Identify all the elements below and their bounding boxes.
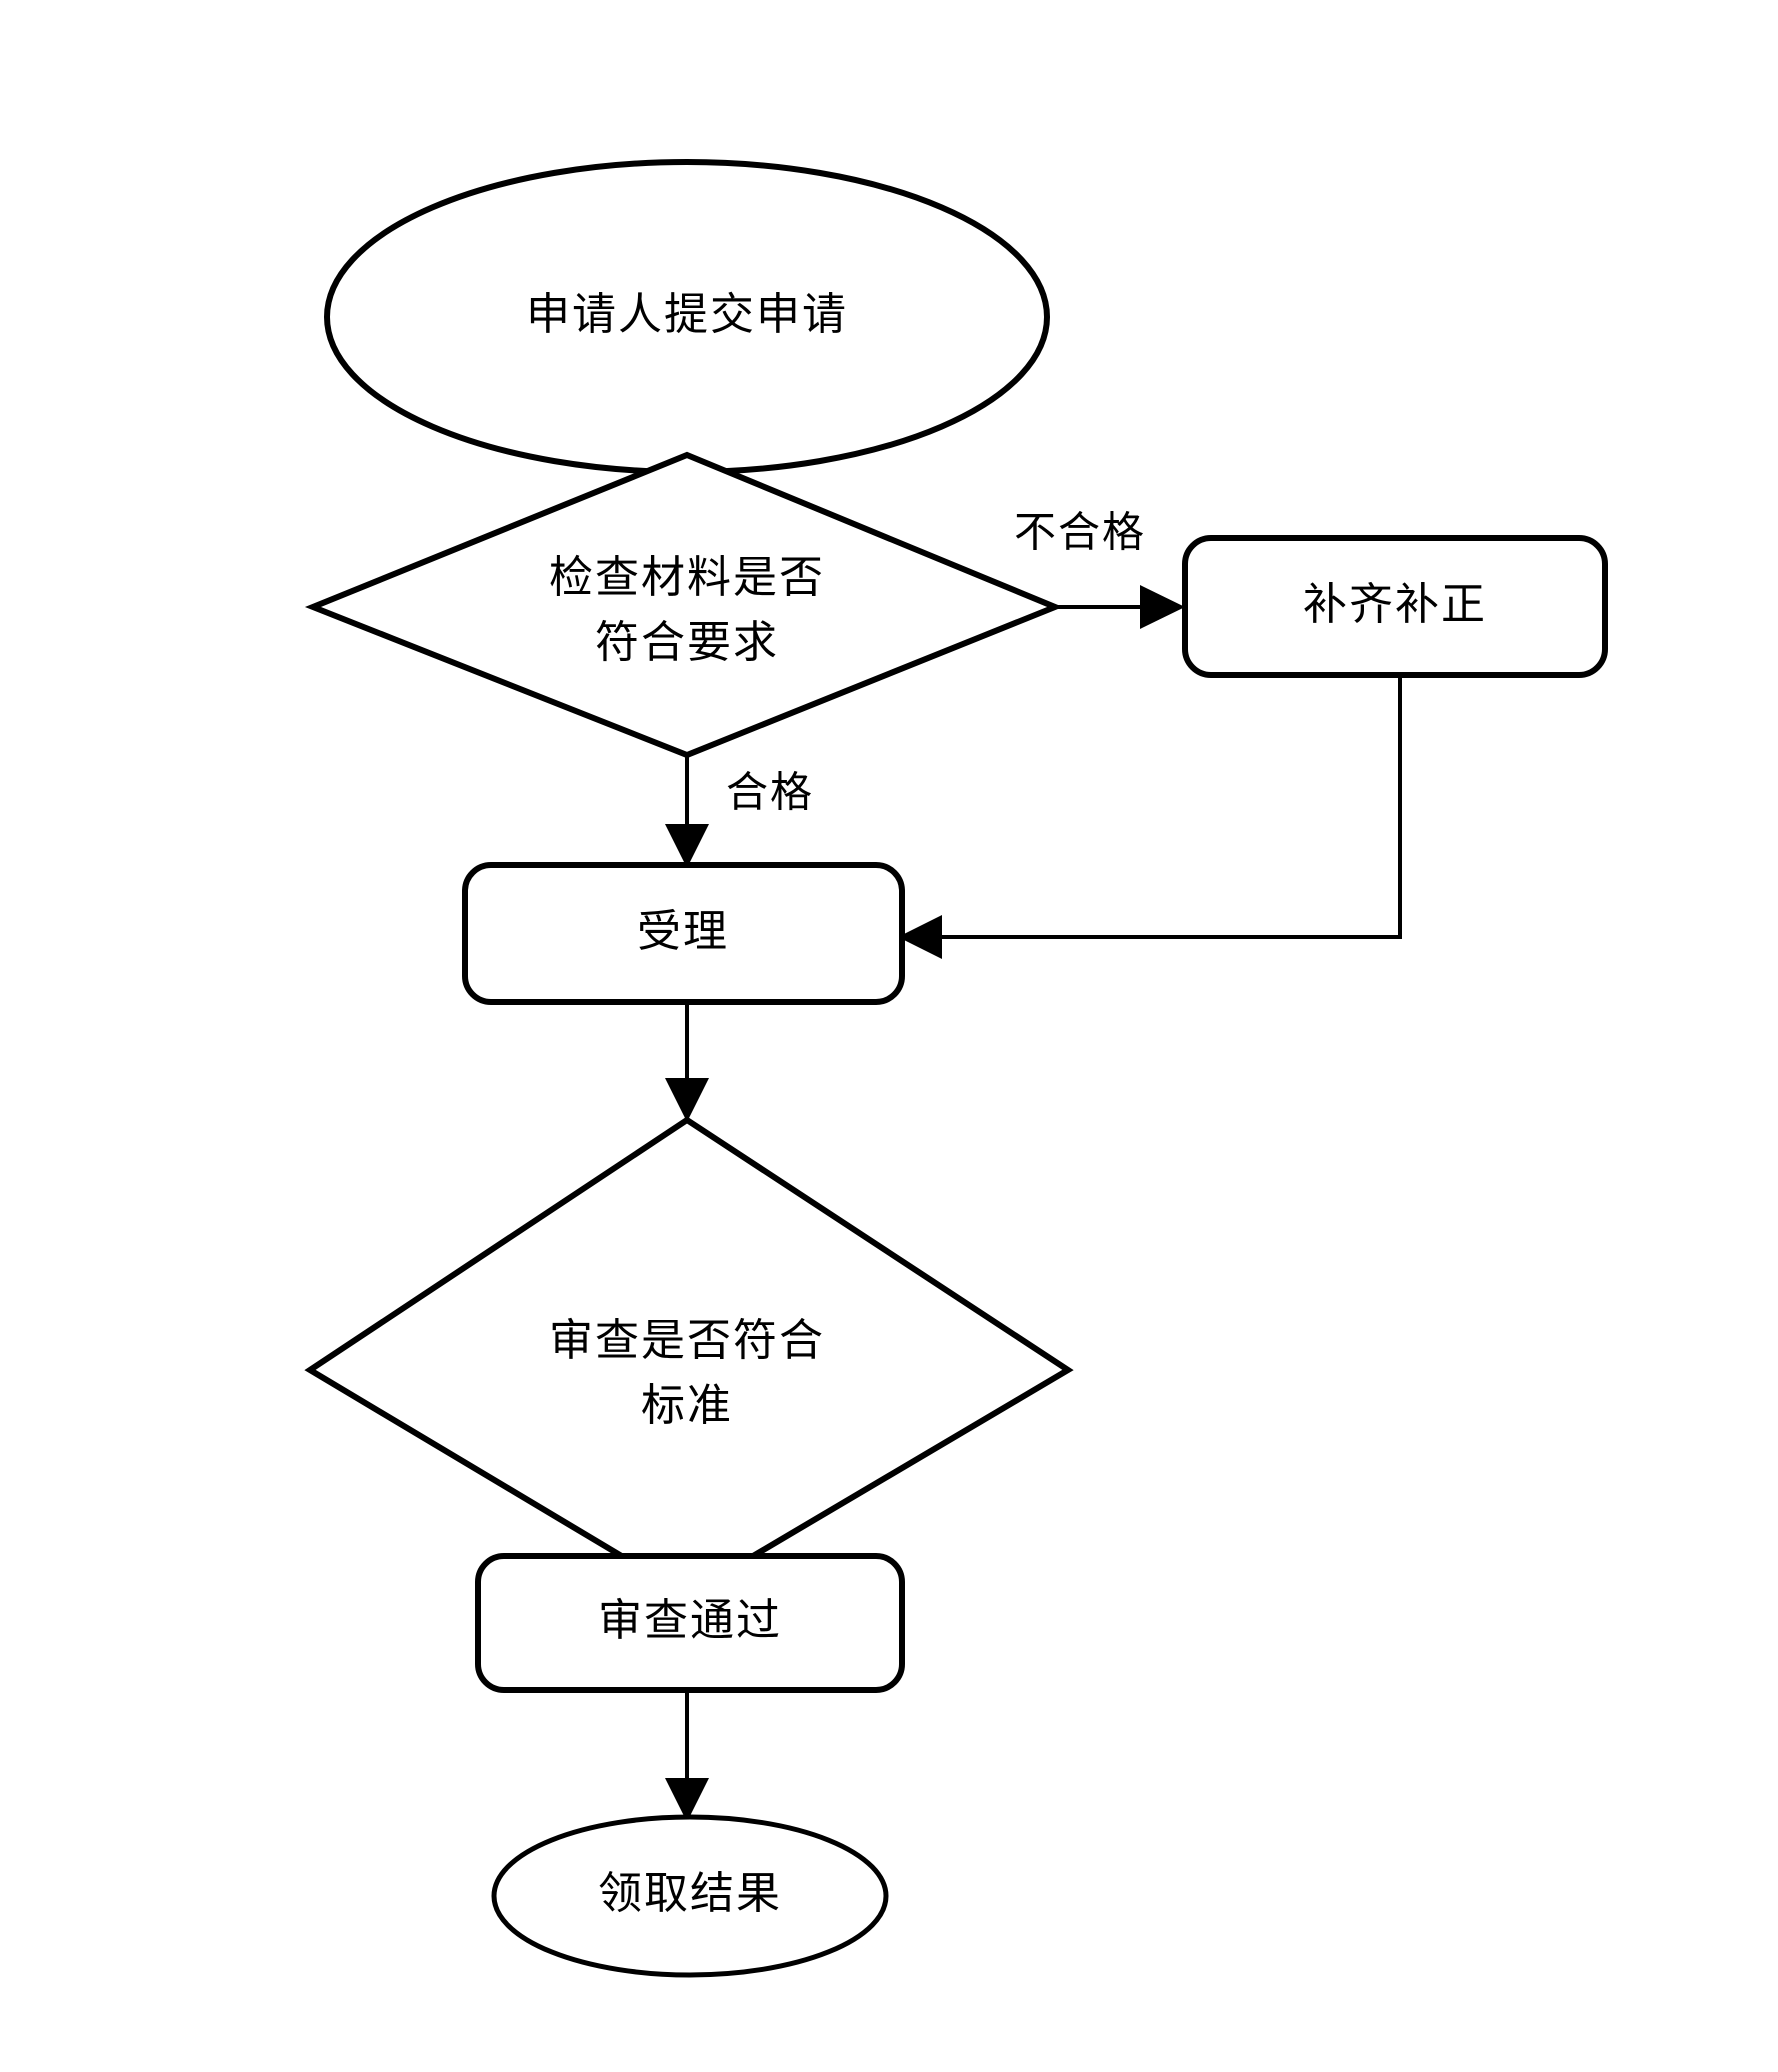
ellipse-shape: [491, 1814, 889, 1978]
node-review-standard-label-line2: 标准: [641, 1380, 733, 1431]
node-review-standard-label-line1: 审查是否符合: [549, 1315, 825, 1366]
rounded-rect-shape: [475, 1553, 905, 1693]
node-supplement[interactable]: 补齐补正: [1182, 535, 1608, 678]
arrow-head-icon: [898, 915, 942, 959]
node-review-passed[interactable]: 审查通过: [475, 1553, 905, 1693]
node-review-passed-label: 审查通过: [598, 1595, 782, 1646]
node-start[interactable]: 申请人提交申请: [324, 159, 1050, 475]
edge-check-to-accept: [665, 755, 709, 868]
arrow-head-icon: [665, 1778, 709, 1822]
node-collect-result-label: 领取结果: [598, 1868, 782, 1919]
node-check-materials-label-line1: 检查材料是否: [549, 552, 825, 603]
node-start-label: 申请人提交申请: [526, 289, 848, 340]
diamond-shape: [304, 451, 1063, 759]
node-accept-label: 受理: [637, 906, 729, 957]
node-collect-result[interactable]: 领取结果: [491, 1814, 889, 1978]
edge-accept-to-review: [665, 1000, 709, 1122]
arrow-head-icon: [665, 824, 709, 868]
edge-supplement-to-accept: [898, 675, 1402, 959]
edge-path: [935, 675, 1402, 939]
edge-passed-to-collect: [665, 1690, 709, 1822]
rounded-rect-shape: [462, 862, 905, 1005]
edge-check-to-supplement: [1055, 585, 1185, 629]
node-check-materials-label-line2: 符合要求: [595, 617, 779, 668]
arrow-head-icon: [1140, 585, 1185, 629]
edge-label-hege: 合格: [726, 768, 814, 817]
rounded-rect-shape: [1182, 535, 1608, 678]
node-review-standard[interactable]: 审查是否符合 标准: [304, 1116, 1074, 1599]
node-accept[interactable]: 受理: [462, 862, 905, 1005]
node-check-materials[interactable]: 检查材料是否 符合要求: [304, 451, 1063, 759]
node-supplement-label: 补齐补正: [1303, 579, 1487, 630]
edge-label-buhege: 不合格: [1014, 508, 1146, 557]
arrow-head-icon: [665, 1078, 709, 1122]
